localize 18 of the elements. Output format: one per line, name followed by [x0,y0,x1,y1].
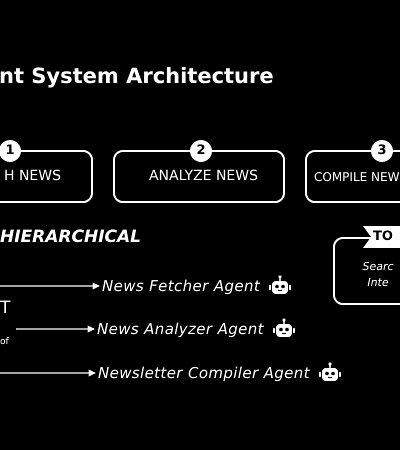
text-fragment: T [0,297,10,320]
step-label: COMPILE NEW [314,168,400,186]
arrow [16,325,95,333]
agent-label: Newsletter Compiler Agent [98,362,310,384]
step-number-badge: 2 [190,140,212,162]
agent-label: News Fetcher Agent [102,274,260,298]
step-number-badge: 1 [0,140,21,162]
tool-description: Searc Inte [361,259,395,291]
arrow [0,282,100,290]
step-label: H NEWS [4,167,61,186]
text-fragment: of [0,336,9,349]
agent-label: News Analyzer Agent [97,318,264,340]
arrow [0,369,96,377]
tag-banner: TO [363,226,400,248]
title: nt System Architecture [0,63,274,90]
step-label: ANALYZE NEWS [148,167,258,186]
step-number-badge: 3 [371,140,393,162]
section-heading: HIERARCHICAL [0,226,141,249]
